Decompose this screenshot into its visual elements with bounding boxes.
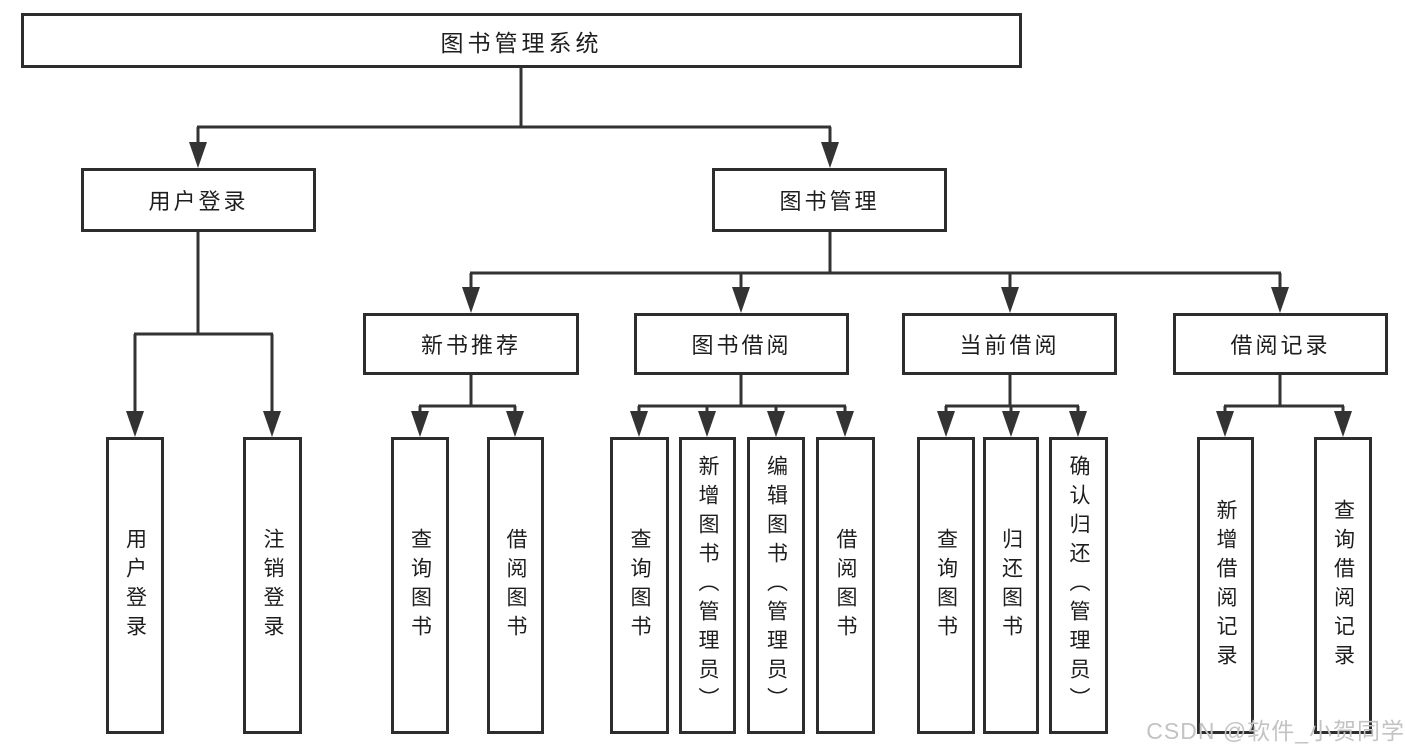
leaf-label: 用户登录: [123, 527, 147, 644]
node-library-system: 图书管理系统: [21, 13, 1022, 68]
node-label: 新书推荐: [420, 333, 521, 358]
leaf-query-books-current: 查询图书: [917, 437, 975, 734]
leaf-confirm-return-admin: 确认归还（管理员）: [1049, 437, 1108, 734]
leaf-edit-books-admin: 编辑图书（管理员）: [747, 437, 805, 734]
leaf-label: 查询借阅记录: [1331, 498, 1355, 673]
node-new-book-recommend: 新书推荐: [363, 313, 579, 375]
leaf-label: 注销登录: [261, 527, 284, 644]
leaf-label: 查询图书: [628, 527, 651, 644]
leaf-add-borrow-record: 新增借阅记录: [1197, 437, 1254, 734]
leaf-label: 查询图书: [408, 527, 432, 644]
leaf-label: 借阅图书: [834, 527, 857, 644]
leaf-query-books-recommend: 查询图书: [391, 437, 449, 734]
leaf-query-books-borrow: 查询图书: [610, 437, 669, 734]
node-user-login: 用户登录: [81, 168, 316, 232]
arrowheads: [126, 142, 1352, 437]
leaf-user-login: 用户登录: [106, 437, 164, 734]
leaf-borrow-books: 借阅图书: [816, 437, 875, 734]
leaf-label: 归还图书: [999, 527, 1023, 644]
leaf-add-books-admin: 新增图书（管理员）: [679, 437, 736, 734]
leaf-logout: 注销登录: [243, 437, 302, 734]
csdn-watermark: CSDN @软件_小贺同学: [1146, 718, 1405, 744]
leaf-return-books: 归还图书: [983, 437, 1039, 734]
leaf-label: 确认归还（管理员）: [1067, 455, 1090, 716]
node-label: 图书管理系统: [440, 29, 603, 56]
node-label: 当前借阅: [959, 333, 1060, 358]
node-book-management: 图书管理: [712, 168, 947, 232]
node-book-borrow: 图书借阅: [634, 313, 849, 375]
node-label: 图书借阅: [691, 333, 792, 358]
leaf-query-borrow-record: 查询借阅记录: [1314, 437, 1372, 734]
leaf-label: 借阅图书: [504, 527, 527, 644]
node-label: 借阅记录: [1230, 333, 1331, 358]
node-label: 用户登录: [148, 189, 249, 214]
node-label: 图书管理: [779, 189, 880, 214]
leaf-label: 编辑图书（管理员）: [764, 455, 788, 716]
leaf-borrow-books-recommend: 借阅图书: [487, 437, 544, 734]
leaf-label: 查询图书: [934, 527, 958, 644]
node-borrow-records: 借阅记录: [1173, 313, 1388, 375]
leaf-label: 新增图书（管理员）: [696, 455, 719, 716]
leaf-label: 新增借阅记录: [1214, 498, 1237, 673]
node-current-borrow: 当前借阅: [902, 313, 1117, 375]
